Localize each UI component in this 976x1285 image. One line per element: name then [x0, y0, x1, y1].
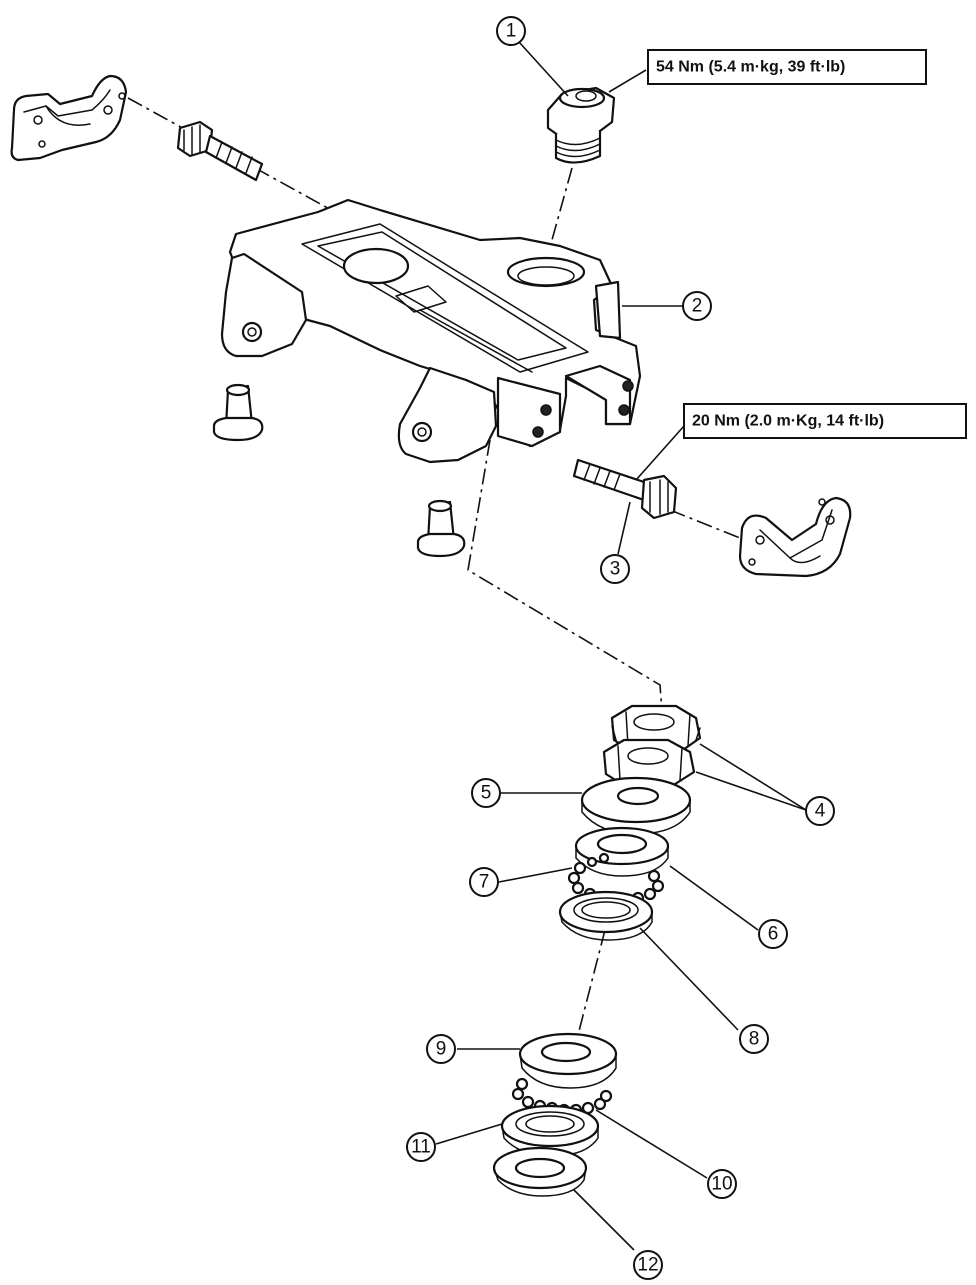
torque-spec-top: 54 Nm (5.4 m·kg, 39 ft·lb)	[647, 49, 927, 85]
callout-2-label: 2	[692, 296, 703, 317]
callout-1-label: 1	[506, 21, 517, 42]
callout-6: 6	[758, 919, 788, 949]
callout-8-label: 8	[749, 1029, 760, 1050]
callout-5-label: 5	[481, 783, 492, 804]
callout-3: 3	[600, 554, 630, 584]
callout-8: 8	[739, 1024, 769, 1054]
upper-bracket	[220, 198, 642, 464]
callout-11: 11	[406, 1132, 436, 1162]
torque-spec-pinch-bolt: 20 Nm (2.0 m·Kg, 14 ft·lb)	[683, 403, 967, 439]
leader-lines	[435, 41, 807, 1251]
bearing-cover	[574, 826, 670, 877]
torque-spec-pinch-bolt-text: 20 Nm (2.0 m·Kg, 14 ft·lb)	[692, 413, 884, 430]
callout-1: 1	[496, 16, 526, 46]
dust-seal	[492, 1146, 588, 1197]
callout-12-label: 12	[637, 1255, 658, 1276]
callout-9-label: 9	[436, 1039, 447, 1060]
fork-cap-right	[416, 499, 466, 558]
callout-6-label: 6	[768, 924, 779, 945]
callout-7-label: 7	[479, 872, 490, 893]
callout-7: 7	[469, 867, 499, 897]
callout-3-label: 3	[610, 559, 621, 580]
callout-2: 2	[682, 291, 712, 321]
fork-cap-left	[212, 383, 264, 442]
lower-bearing-race	[500, 1104, 600, 1157]
callout-11-label: 11	[411, 1137, 431, 1158]
left-bracket	[10, 74, 128, 162]
callout-10: 10	[707, 1169, 737, 1199]
lower-bearing-race-top	[518, 1032, 618, 1089]
washer	[580, 776, 692, 835]
callout-4-label: 4	[815, 801, 826, 822]
callout-12: 12	[633, 1250, 663, 1280]
steering-stem-nut	[546, 86, 616, 164]
callout-9: 9	[426, 1034, 456, 1064]
upper-bearing-race	[558, 890, 654, 941]
callout-4: 4	[805, 796, 835, 826]
callout-10-label: 10	[711, 1174, 732, 1195]
left-pinch-bolt	[176, 120, 264, 182]
pinch-bolt	[572, 458, 678, 520]
ring-nuts	[602, 704, 702, 790]
right-bracket	[738, 496, 852, 578]
torque-spec-top-text: 54 Nm (5.4 m·kg, 39 ft·lb)	[656, 59, 845, 76]
callout-5: 5	[471, 778, 501, 808]
